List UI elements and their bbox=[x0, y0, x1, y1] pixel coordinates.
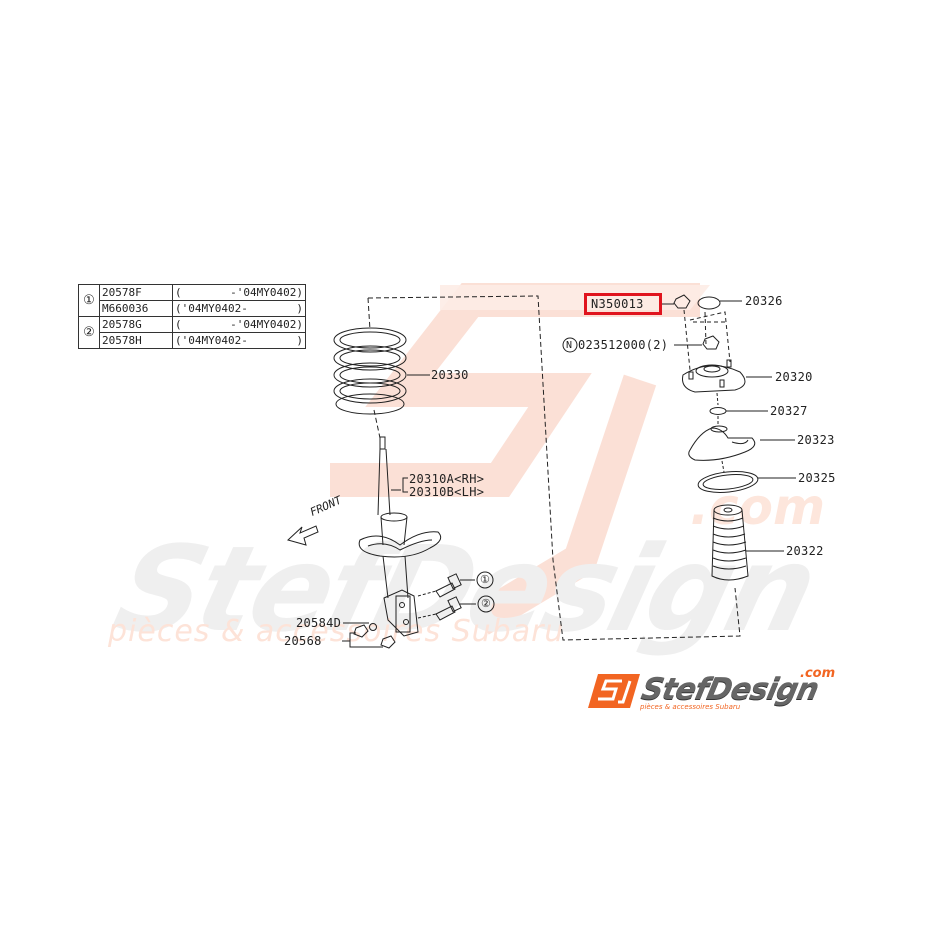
strut-mount-icon bbox=[682, 359, 746, 393]
table-row: M660036 ('04MY0402-) bbox=[79, 300, 306, 317]
callout-20310a[interactable]: 20310A<RH> bbox=[409, 472, 485, 486]
callout-20327[interactable]: 20327 bbox=[770, 404, 808, 418]
bump-boot-icon bbox=[711, 504, 749, 581]
nut-icon bbox=[673, 294, 691, 309]
bolt-icon bbox=[435, 596, 476, 621]
rubber-seat-icon bbox=[697, 471, 759, 493]
callout-20310b[interactable]: 20310B<LH> bbox=[409, 485, 485, 499]
strut-icon bbox=[358, 436, 442, 637]
callout-20320[interactable]: 20320 bbox=[775, 370, 813, 384]
callout-023512000[interactable]: 023512000(2) bbox=[578, 338, 669, 352]
nut-icon bbox=[380, 635, 396, 649]
part-number: 20578G bbox=[99, 316, 173, 333]
part-number: 20578F bbox=[99, 284, 173, 301]
coil-spring-icon bbox=[333, 327, 407, 415]
callout-20322[interactable]: 20322 bbox=[786, 544, 824, 558]
callout-20568[interactable]: 20568 bbox=[284, 634, 322, 648]
table-row: 20578H ('04MY0402-) bbox=[79, 332, 306, 349]
ref-marker-2: ② bbox=[78, 316, 100, 349]
callout-20325[interactable]: 20325 bbox=[798, 471, 836, 485]
bolt-icon bbox=[435, 573, 475, 598]
logo-tagline: pièces & accessoires Subaru bbox=[640, 703, 741, 711]
callout-20584d[interactable]: 20584D bbox=[296, 616, 342, 630]
callout-n350013[interactable]: N350013 bbox=[591, 297, 644, 311]
watermark-tagline: pièces & accessoires Subaru bbox=[108, 614, 565, 649]
callout-20323[interactable]: 20323 bbox=[797, 433, 835, 447]
cap-icon bbox=[697, 296, 721, 310]
n-callout-circle bbox=[562, 337, 578, 353]
stefdesign-logo-badge bbox=[588, 674, 640, 708]
highlight-box bbox=[584, 293, 662, 315]
callout-20330[interactable]: 20330 bbox=[431, 368, 469, 382]
callout-ref-1[interactable]: ① bbox=[480, 573, 491, 586]
watermark-domain: .com bbox=[690, 478, 826, 536]
washer-icon bbox=[709, 407, 727, 415]
part-number: 20578H bbox=[99, 332, 173, 349]
logo-brand: StefDesign bbox=[638, 672, 822, 707]
callout-circle-1 bbox=[476, 571, 494, 589]
callout-20326[interactable]: 20326 bbox=[745, 294, 783, 308]
part-number: M660036 bbox=[99, 300, 173, 317]
nut-icon bbox=[353, 624, 369, 638]
callout-circle-2 bbox=[477, 595, 495, 613]
spring-seat-icon bbox=[688, 425, 756, 461]
n-marker: N bbox=[566, 340, 573, 351]
parts-reference-table: ① 20578F (-'04MY0402) M660036 ('04MY0402… bbox=[78, 284, 306, 349]
front-arrow-icon bbox=[287, 525, 319, 546]
logo-domain: .com bbox=[800, 666, 836, 681]
model-range: ('04MY0402-) bbox=[172, 332, 306, 349]
flange-nut-icon bbox=[702, 335, 720, 350]
model-range: ('04MY0402-) bbox=[172, 300, 306, 317]
ref-marker-1: ① bbox=[78, 284, 100, 317]
table-row: ② 20578G (-'04MY0402) bbox=[78, 316, 306, 349]
callout-ref-2[interactable]: ② bbox=[481, 597, 492, 610]
model-range: (-'04MY0402) bbox=[172, 284, 306, 301]
table-row: ① 20578F (-'04MY0402) bbox=[78, 284, 306, 317]
model-range: (-'04MY0402) bbox=[172, 316, 306, 333]
washer-icon bbox=[369, 623, 377, 631]
